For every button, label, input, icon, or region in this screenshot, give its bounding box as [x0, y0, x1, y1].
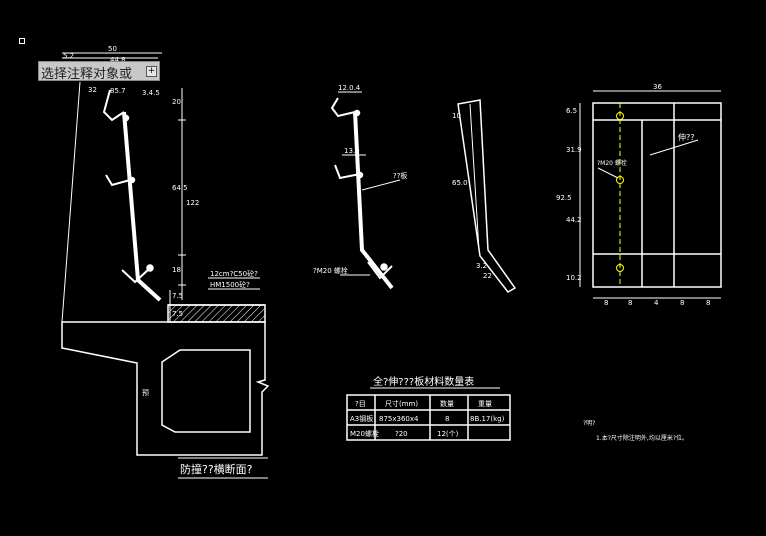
- rail-dim-top: 12.0.4: [338, 84, 361, 92]
- deck-note-1: 12cm?C50砼?: [210, 269, 258, 278]
- post-dim-10: 10: [452, 112, 461, 120]
- notes-line-1: 1.本?尺寸除注明外,均以厘米?位。: [596, 434, 688, 442]
- dim-20: 20: [172, 98, 181, 106]
- pickbox-cursor: [19, 38, 25, 44]
- rail-bolt-label: ?M20 螺栓: [313, 266, 348, 275]
- rail-dim-mid: 13.0: [344, 147, 360, 155]
- tooltip-text: 选择注释对象或: [41, 67, 133, 82]
- table-cell-r2c2: ?20: [395, 430, 408, 438]
- plate-bottom-dim-2: 8: [628, 299, 632, 307]
- plate-width: 36: [653, 83, 662, 91]
- plate-plan: [579, 90, 722, 299]
- dim-122: 122: [186, 199, 199, 207]
- table-cell-r1c1: A3钢板: [350, 414, 373, 423]
- notes-title: ?明?: [583, 420, 595, 427]
- table-header-2: 尺寸(mm): [385, 399, 418, 408]
- plate-bottom-dim-4: 8: [680, 299, 684, 307]
- dim-18: 18: [172, 266, 181, 274]
- section-caption: 防撞??横断面?: [180, 462, 253, 476]
- dim-3-4-5: 3.4.5: [142, 89, 160, 97]
- plate-bottom-dim-1: 8: [604, 299, 608, 307]
- dim-7-5b: 7.5: [172, 310, 183, 318]
- table-cell-r2c3: 12(个): [437, 430, 459, 438]
- post-detail: [457, 99, 517, 293]
- plate-bolt-label: ?M20 螺栓: [597, 159, 627, 167]
- post-dim-3-2: 3.2: [476, 262, 487, 270]
- dim-64-5: 64.5: [172, 184, 188, 192]
- command-tooltip[interactable]: 选择注释对象或 +: [38, 61, 160, 82]
- expand-icon[interactable]: +: [146, 66, 157, 77]
- section-side-label: 预: [142, 388, 149, 397]
- table-header-3: 数量: [440, 399, 454, 408]
- table-title: 全?伸???板材料数量表: [373, 375, 474, 388]
- post-dim-65: 65.0: [452, 179, 468, 187]
- plate-leader-label: 伸??: [678, 132, 695, 142]
- plate-dim-10-2: 10.2: [566, 274, 582, 282]
- table-header-4: 重量: [478, 400, 492, 408]
- dim-5-2: 5.2: [63, 52, 74, 60]
- table-header-1: ?目: [355, 400, 366, 408]
- plate-bottom-dim-5: 8: [706, 299, 710, 307]
- plate-bottom-dim-3: 4: [654, 299, 659, 307]
- table-cell-r2c1: M20螺栓: [350, 429, 379, 438]
- dim-50: 50: [108, 45, 117, 53]
- dim-32: 32: [88, 86, 97, 94]
- deck-note-2: HM1500砼?: [210, 280, 250, 289]
- material-table: [346, 387, 511, 441]
- dim-44-8: 44.8: [110, 56, 126, 64]
- plate-dim-44-2: 44.2: [566, 216, 582, 224]
- table-cell-r1c3: 8: [445, 415, 449, 423]
- barrier-section: [61, 52, 270, 479]
- plate-dim-6-5: 6.5: [566, 107, 577, 115]
- table-cell-r1c4: 8B.17(kg): [470, 415, 505, 423]
- table-cell-r1c2: 875x360x4: [379, 415, 419, 423]
- rail-detail: [330, 91, 401, 290]
- dim-85-7: 85.7: [110, 87, 126, 95]
- rail-label: ??板: [393, 171, 407, 180]
- plate-dim-31-9: 31.9: [566, 146, 582, 154]
- plate-dim-92-5: 92.5: [556, 194, 572, 202]
- dim-7-5: 7.5: [172, 292, 183, 300]
- post-dim-22: 22: [483, 272, 492, 280]
